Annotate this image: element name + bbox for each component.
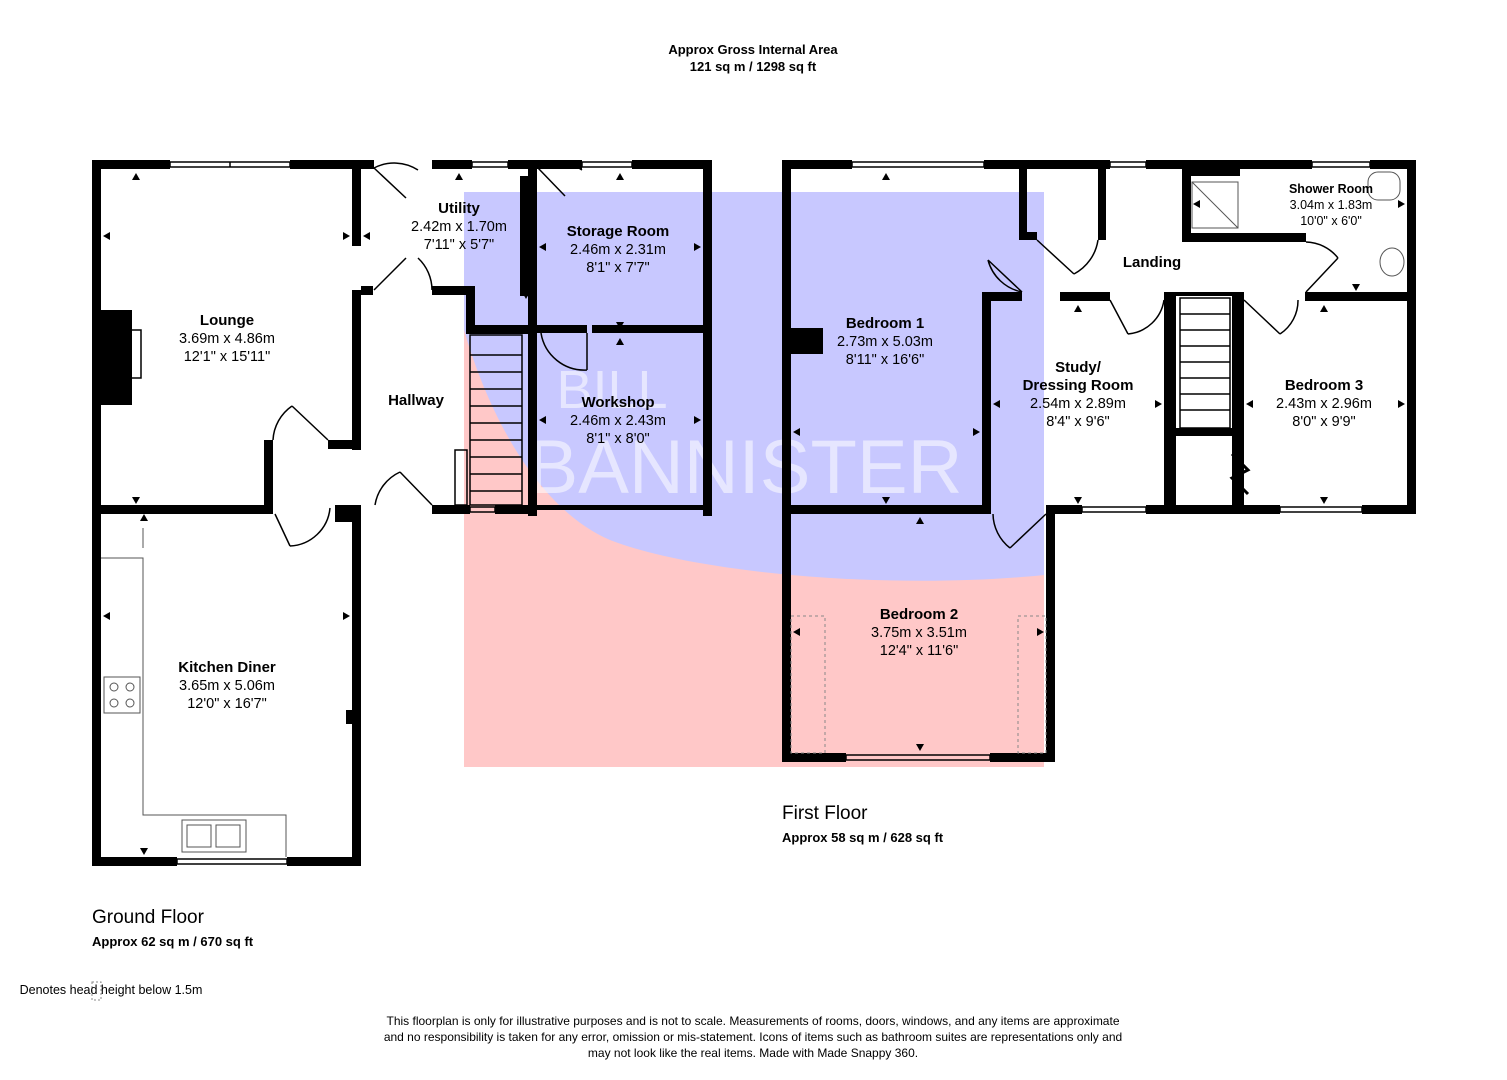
storage-imperial: 8'1" x 7'7" (586, 260, 649, 276)
ground-floor-label: Ground Floor (92, 907, 205, 928)
disclaimer-line-2: and no responsibility is taken for any e… (384, 1030, 1122, 1044)
legend-swatch-icon (91, 981, 102, 1001)
utility-name: Utility (438, 200, 480, 217)
bedroom2-imperial: 12'4" x 11'6" (880, 643, 958, 659)
first-floor-area: Approx 58 sq m / 628 sq ft (782, 830, 944, 845)
bedroom3-metric: 2.43m x 2.96m (1276, 396, 1372, 412)
lounge-metric: 3.69m x 4.86m (179, 331, 275, 347)
ground-floor-stairs (469, 334, 523, 506)
first-floor-stairs (1179, 297, 1251, 496)
landing-name: Landing (1123, 254, 1181, 271)
utility-metric: 2.42m x 1.70m (411, 219, 507, 235)
ground-floor-walls (92, 160, 712, 866)
disclaimer-line-3: may not look like the real items. Made w… (588, 1046, 918, 1060)
bedroom1-name: Bedroom 1 (846, 315, 924, 332)
watermark-blue-block (464, 192, 1044, 581)
shower-room-fittings (1191, 171, 1405, 277)
bedroom3-name: Bedroom 3 (1285, 377, 1363, 394)
gross-area-value: 121 sq m / 1298 sq ft (690, 59, 817, 74)
kitchen-name: Kitchen Diner (178, 659, 276, 676)
toilet-icon (1367, 171, 1401, 201)
shower-tray-icon (1191, 181, 1239, 229)
sink-icon (181, 819, 247, 853)
first-floor-label: First Floor (782, 803, 868, 824)
gross-area-title: Approx Gross Internal Area (668, 42, 838, 57)
study-metric: 2.54m x 2.89m (1030, 396, 1126, 412)
first-floor-walls (782, 160, 1416, 762)
study-imperial: 8'4" x 9'6" (1046, 414, 1109, 430)
ground-floor-markers (103, 173, 701, 855)
watermark: BILL BANNISTER (464, 192, 1044, 767)
bedroom3-imperial: 8'0" x 9'9" (1292, 414, 1355, 430)
bedroom1-imperial: 8'11" x 16'6" (846, 352, 924, 368)
ground-floor-doors (272, 161, 588, 547)
kitchen-imperial: 12'0" x 16'7" (187, 696, 267, 712)
bedroom2-name: Bedroom 2 (880, 606, 958, 623)
disclaimer-line-1: This floorplan is only for illustrative … (386, 1014, 1119, 1028)
lounge-imperial: 12'1" x 15'11" (184, 349, 271, 365)
storage-metric: 2.46m x 2.31m (570, 242, 666, 258)
workshop-name: Workshop (581, 394, 654, 411)
storage-name: Storage Room (567, 223, 670, 240)
hallway-name: Hallway (388, 392, 445, 409)
first-floor-windows (845, 161, 1371, 761)
lounge-name: Lounge (200, 312, 254, 329)
bedroom2-metric: 3.75m x 3.51m (871, 625, 967, 641)
basin-icon (1379, 247, 1405, 277)
legend-text: Denotes head height below 1.5m (20, 983, 203, 997)
watermark-text-1: BILL (556, 360, 667, 420)
kitchen-metric: 3.65m x 5.06m (179, 678, 275, 694)
ground-floor-area: Approx 62 sq m / 670 sq ft (92, 934, 254, 949)
shower-name: Shower Room (1289, 182, 1373, 196)
shower-metric: 3.04m x 1.83m (1290, 198, 1373, 212)
study-name-1: Study/ (1055, 359, 1102, 376)
bedroom2-low-headroom (790, 615, 1047, 754)
kitchen-units (101, 528, 287, 857)
workshop-imperial: 8'1" x 8'0" (586, 431, 649, 447)
hob-icon (103, 676, 141, 714)
first-floor-doors (987, 239, 1339, 549)
study-name-2: Dressing Room (1023, 377, 1134, 394)
bedroom1-metric: 2.73m x 5.03m (837, 334, 933, 350)
first-floor-markers (793, 173, 1405, 751)
utility-imperial: 7'11" x 5'7" (424, 237, 494, 253)
ground-floor-windows (130, 161, 633, 865)
watermark-text-2: BANNISTER (528, 425, 963, 510)
shower-imperial: 10'0" x 6'0" (1300, 214, 1362, 228)
workshop-metric: 2.46m x 2.43m (570, 413, 666, 429)
